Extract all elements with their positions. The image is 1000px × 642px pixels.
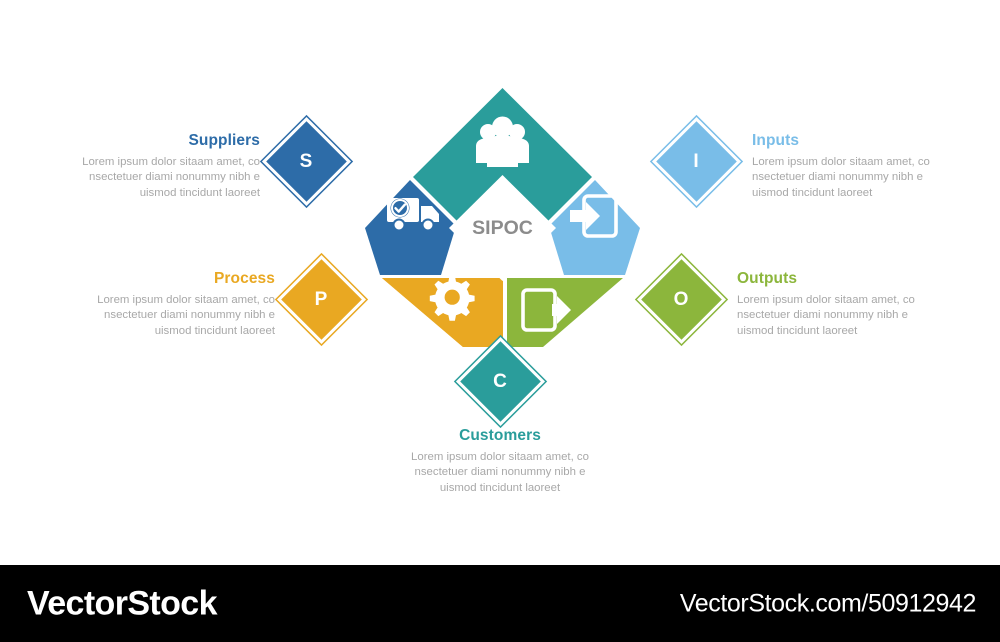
block-outputs: Outputs Lorem ipsum dolor sitaam amet, c… bbox=[737, 270, 937, 339]
pentagon-segment-outputs[interactable] bbox=[507, 278, 623, 347]
badge-letter-c: C bbox=[493, 370, 507, 392]
gear-icon bbox=[429, 276, 475, 321]
pentagon-segment-process[interactable] bbox=[382, 276, 503, 347]
pentagon-segment-top-customers[interactable] bbox=[413, 88, 592, 224]
badge-letter-i: I bbox=[693, 150, 699, 172]
pentagon-segment-right-inputs[interactable] bbox=[549, 180, 640, 275]
badge-letter-o: O bbox=[673, 288, 689, 310]
badge-suppliers[interactable]: S bbox=[265, 120, 347, 202]
suppliers-title: Suppliers bbox=[188, 132, 260, 149]
block-customers: Customers Lorem ipsum dolor sitaam amet,… bbox=[400, 427, 600, 496]
badge-customers[interactable]: C bbox=[459, 340, 541, 422]
watermark-brand: VectorStock bbox=[27, 584, 218, 622]
delivery-truck-check-icon bbox=[387, 198, 439, 232]
block-inputs: Inputs Lorem ipsum dolor sitaam amet, co… bbox=[752, 132, 952, 201]
badge-letter-p: P bbox=[314, 288, 328, 310]
people-group-icon bbox=[476, 116, 529, 167]
block-process: Process Lorem ipsum dolor sitaam amet, c… bbox=[75, 270, 275, 339]
inputs-description: Lorem ipsum dolor sitaam amet, co nsecte… bbox=[752, 156, 930, 199]
outputs-description: Lorem ipsum dolor sitaam amet, co nsecte… bbox=[737, 294, 915, 337]
pentagon-segment-left-suppliers[interactable] bbox=[365, 180, 456, 275]
process-description: Lorem ipsum dolor sitaam amet, co nsecte… bbox=[97, 294, 275, 337]
pentagon-svg: SIPOC bbox=[365, 88, 640, 347]
outputs-title: Outputs bbox=[737, 270, 798, 287]
watermark-url: VectorStock.com/50912942 bbox=[679, 589, 977, 617]
inputs-title: Inputs bbox=[752, 132, 800, 149]
badge-process[interactable]: P bbox=[280, 258, 362, 340]
watermark-bar: VectorStock VectorStock.com/50912942 bbox=[0, 565, 1000, 642]
center-diamond: SIPOC bbox=[449, 175, 556, 281]
sipoc-pentagon-diagram: SIPOC bbox=[355, 70, 650, 370]
badge-outputs[interactable]: O bbox=[640, 258, 722, 340]
process-title: Process bbox=[213, 270, 275, 287]
arrow-out-of-box-icon bbox=[521, 288, 571, 332]
suppliers-description: Lorem ipsum dolor sitaam amet, co nsecte… bbox=[82, 156, 260, 199]
center-label: SIPOC bbox=[472, 217, 533, 239]
customers-description: Lorem ipsum dolor sitaam amet, co nsecte… bbox=[411, 451, 589, 494]
customers-title: Customers bbox=[459, 427, 541, 444]
block-suppliers: Suppliers Lorem ipsum dolor sitaam amet,… bbox=[60, 132, 260, 201]
badge-letter-s: S bbox=[299, 150, 313, 172]
arrow-into-box-icon bbox=[570, 194, 618, 238]
badge-inputs[interactable]: I bbox=[655, 120, 737, 202]
